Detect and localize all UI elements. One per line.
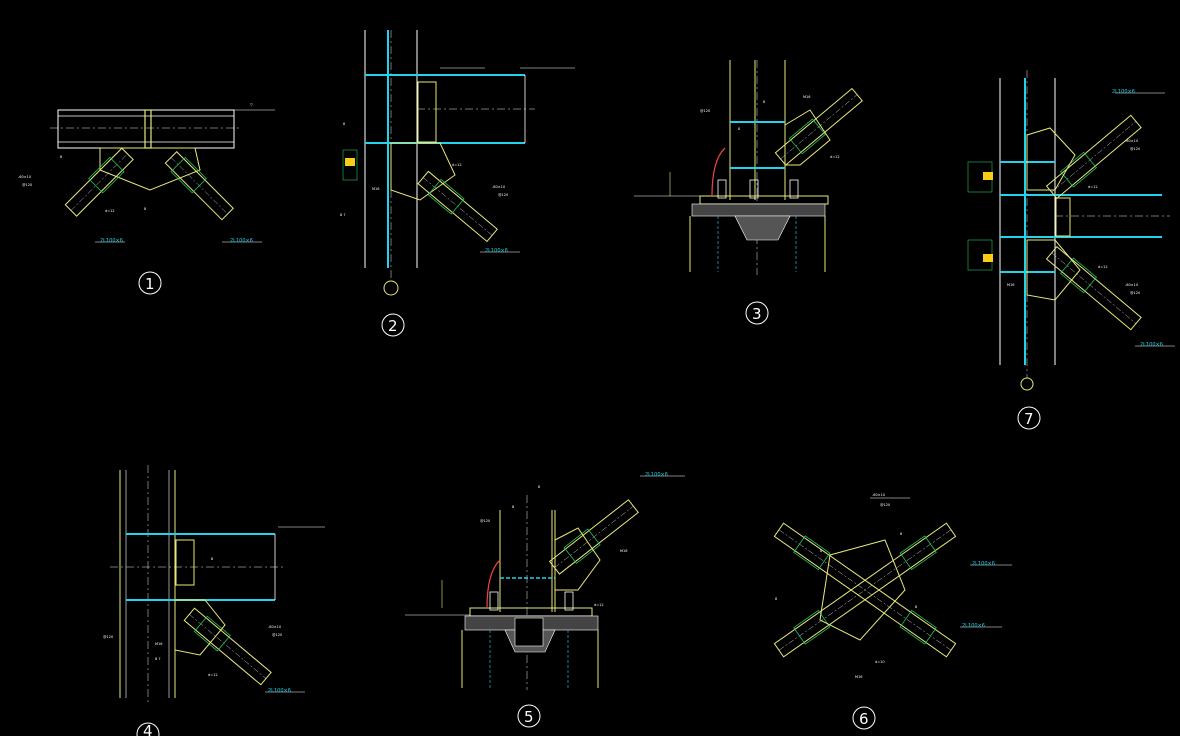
detail-7-bolt-label: M16 (1007, 283, 1014, 287)
detail-3-weld-label-2: 8 (738, 127, 740, 131)
detail-5: @120 8 8 M16 d=12 2L100×6 5 (405, 472, 685, 728)
detail-1-weld-label: 8 (60, 155, 62, 159)
detail-5-bolt-label: M16 (620, 549, 627, 553)
detail-4-section-label: 2L100×6 (268, 688, 291, 694)
detail-1-bubble (138, 271, 162, 295)
detail-4-number: 4 (143, 722, 153, 736)
detail-7-number: 7 (1024, 410, 1034, 428)
detail-1-plate-len: @120 (22, 183, 32, 187)
detail-2-number: 2 (388, 317, 398, 335)
detail-5-number: 5 (524, 708, 534, 726)
detail-7-plate-label-2: -60×10 (1125, 283, 1138, 287)
detail-2-weld-87: 8 7 (340, 213, 346, 217)
detail-5-section-label: 2L100×6 (645, 472, 668, 478)
detail-7-section-label-2: 2L100×6 (1140, 342, 1163, 348)
detail-2-bolt-label: M16 (372, 187, 379, 191)
detail-2-section-label: 2L100×6 (485, 248, 508, 254)
detail-4: @120 M16 8 7 8 d=12 -60×10 @120 2L100×6 … (103, 465, 325, 736)
detail-3-gusset-label: d=12 (830, 155, 840, 159)
detail-5-weld-label: 8 (538, 485, 540, 489)
detail-4-bubble (136, 722, 160, 736)
detail-1-weld-label-2: 8 (144, 207, 146, 211)
detail-3-number: 3 (752, 305, 762, 323)
detail-7-plate-label: -60×10 (1125, 139, 1138, 143)
detail-6-section-label-2: 2L100×6 (962, 623, 985, 629)
detail-7-bubble (1017, 406, 1041, 430)
detail-6-number: 6 (859, 710, 869, 728)
detail-6-weld-label-2: 8 (900, 532, 902, 536)
detail-7-gusset-label-2: d=12 (1098, 265, 1108, 269)
detail-3-weld-label: 8 (763, 100, 765, 104)
detail-7-gusset-label: d=12 (1088, 185, 1098, 189)
detail-4-label: @120 (103, 635, 113, 639)
detail-1-number: 1 (145, 275, 155, 293)
detail-7: 2L100×6 -60×10 @120 d=12 d=12 -60×10 @12… (967, 70, 1175, 430)
detail-6-plate-len: @120 (880, 503, 890, 507)
detail-3-bubble (745, 301, 769, 325)
detail-6-bubble (852, 706, 876, 730)
detail-4-bolt-label: M16 (155, 642, 162, 646)
detail-6-weld-label: 8 (820, 549, 822, 553)
detail-6-section-label: 2L100×6 (972, 561, 995, 567)
detail-2-plate-label: -60×10 (492, 185, 505, 189)
detail-1-gusset-label: d=12 (105, 209, 115, 213)
detail-2-plate-len: @120 (498, 193, 508, 197)
detail-2: 8 M16 8 7 d=12 -60×10 @120 2L100×6 2 (340, 30, 575, 337)
detail-4-gusset-label: d=12 (208, 673, 218, 677)
detail-5-label: @120 (480, 519, 490, 523)
detail-7-plate-len: @120 (1130, 147, 1140, 151)
detail-1-gusset (99, 147, 201, 191)
detail-2-bubble (381, 313, 405, 337)
detail-5-weld-label-2: 8 (512, 505, 514, 509)
detail-6: -60×10 @120 8 8 8 8 M16 d=10 2L100×6 2L1… (773, 493, 1012, 730)
detail-5-bubble (517, 704, 541, 728)
detail-4-weld-87: 8 7 (155, 657, 161, 661)
detail-6-weld-label-4: 8 (915, 605, 917, 609)
detail-1-section-label-2: 2L100×6 (230, 238, 253, 244)
detail-2-gusset-label: d=12 (452, 163, 462, 167)
detail-5-gusset-label: d=12 (594, 603, 604, 607)
detail-1-section-label: 2L100×6 (100, 238, 123, 244)
detail-7-section-label: 2L100×6 (1112, 89, 1135, 95)
detail-3-label: @120 (700, 109, 710, 113)
detail-3: @120 8 M16 d=12 8 3 (634, 60, 863, 325)
detail-6-gusset-label: d=10 (875, 660, 885, 664)
detail-4-plate-len: @120 (272, 633, 282, 637)
detail-1: ▽ -60×10 @120 d=12 8 8 2L100×6 2L100×6 1 (18, 103, 275, 295)
detail-6-bolt-label: M16 (855, 675, 862, 679)
detail-3-bolt-label: M16 (803, 95, 810, 99)
detail-2-weld-label: 8 (343, 122, 345, 126)
detail-7-plate-len-2: @120 (1130, 291, 1140, 295)
detail-4-plate-label: -60×10 (268, 625, 281, 629)
detail-4-weld-label: 8 (211, 557, 213, 561)
detail-1-beam-label: ▽ (250, 103, 253, 107)
detail-6-weld-label-3: 8 (775, 597, 777, 601)
detail-6-plate-label: -60×10 (872, 493, 885, 497)
detail-1-plate-label: -60×10 (18, 175, 31, 179)
